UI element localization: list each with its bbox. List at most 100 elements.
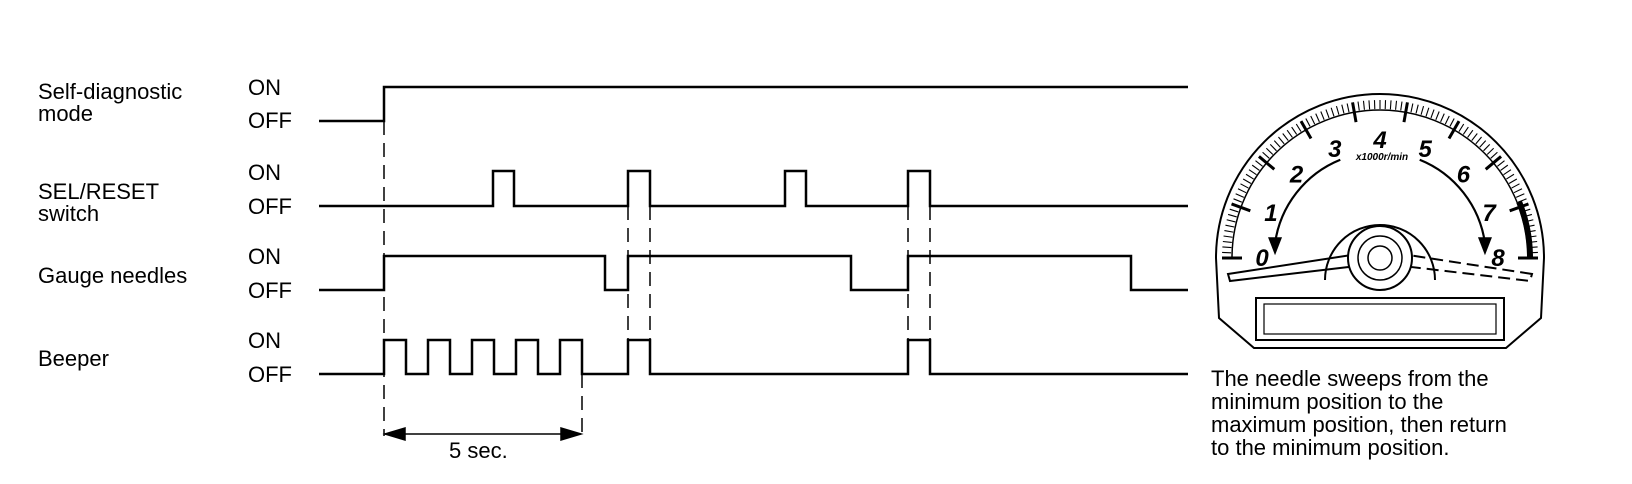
minor-tick (1223, 235, 1233, 238)
lcd-display-inner (1263, 303, 1497, 335)
minor-tick (1420, 105, 1425, 115)
minor-tick (1278, 136, 1285, 145)
major-tick (1299, 120, 1313, 140)
on-label: ON (248, 328, 281, 353)
minor-tick (1471, 133, 1478, 141)
minor-tick (1458, 123, 1465, 132)
minor-tick (1513, 188, 1523, 194)
major-tick (1447, 120, 1461, 140)
scale-number: 5 (1418, 136, 1432, 163)
off-label: OFF (248, 194, 292, 219)
minor-tick (1462, 126, 1469, 135)
dial-rim (1231, 109, 1529, 259)
waveform-beeper (319, 338, 1188, 376)
minor-tick (1291, 126, 1298, 135)
on-label: ON (248, 75, 281, 100)
minor-tick (1389, 100, 1392, 110)
scale-number: 1 (1264, 200, 1277, 227)
scale-number: 6 (1457, 162, 1471, 189)
arrow-right-icon (560, 426, 584, 442)
waveforms (319, 85, 1188, 376)
minor-tick (1255, 160, 1263, 167)
major-tick (1351, 102, 1358, 123)
on-label: ON (248, 244, 281, 269)
lcd-display (1255, 297, 1505, 341)
minor-tick (1235, 193, 1245, 198)
minor-tick (1305, 118, 1311, 127)
minor-tick (1222, 240, 1232, 243)
minor-tick (1515, 193, 1525, 198)
minor-tick (1410, 103, 1414, 113)
minor-tick (1245, 173, 1254, 180)
hub-center (1367, 245, 1393, 271)
minor-tick (1395, 100, 1398, 110)
minor-tick (1237, 188, 1247, 194)
minor-tick (1508, 178, 1518, 184)
major-tick (1484, 155, 1502, 171)
minor-tick (1346, 103, 1350, 113)
signal-label-gauge-needles: Gauge needles (38, 263, 188, 288)
minor-tick (1357, 101, 1360, 111)
minor-tick (1320, 111, 1325, 121)
minor-tick (1400, 101, 1403, 111)
minor-tick (1242, 178, 1252, 184)
scale-number: 4 (1372, 127, 1386, 154)
minor-tick (1440, 113, 1445, 123)
on-label: ON (248, 160, 281, 185)
minor-tick (1503, 169, 1512, 176)
sweep-arrow-icon (1268, 237, 1283, 256)
duration-dimension (382, 426, 584, 442)
scale-number: 3 (1328, 136, 1342, 163)
minor-tick (1262, 151, 1270, 159)
minor-tick (1226, 219, 1236, 223)
minor-tick (1286, 129, 1293, 138)
scale-number: 7 (1482, 200, 1497, 227)
minor-tick (1425, 107, 1430, 117)
minor-tick (1273, 140, 1281, 148)
minor-tick (1265, 147, 1274, 155)
off-label: OFF (248, 108, 292, 133)
minor-tick (1486, 147, 1495, 155)
major-tick (1402, 102, 1409, 123)
off-label: OFF (248, 278, 292, 303)
minor-tick (1233, 198, 1243, 203)
minor-tick (1325, 109, 1330, 119)
minor-tick (1479, 140, 1487, 148)
needle-max (1384, 250, 1534, 283)
off-label: OFF (248, 362, 292, 387)
minor-tick (1475, 136, 1482, 145)
signal-label-beeper: Beeper (38, 346, 109, 371)
minor-tick (1511, 183, 1520, 189)
redline-zone (1516, 200, 1533, 259)
minor-tick (1500, 164, 1509, 171)
signal-label-sel-reset-switch: SEL/RESET switch (38, 179, 160, 226)
minor-tick (1415, 104, 1419, 114)
gauge-housing (1214, 93, 1546, 349)
minor-tick (1222, 246, 1232, 249)
minor-tick (1295, 123, 1302, 132)
minor-tick (1330, 107, 1335, 117)
minor-tick (1517, 198, 1527, 203)
minor-tick (1224, 230, 1234, 233)
unit-label: x1000r/min (1355, 152, 1408, 163)
minor-tick (1240, 183, 1249, 189)
sync-guides (383, 121, 931, 436)
signal-label-self-diagnostic-mode: Self-diagnostic mode (38, 79, 183, 126)
sweep-arc-left (1273, 158, 1341, 244)
minor-tick (1341, 104, 1345, 114)
minor-tick (1362, 100, 1365, 110)
duration-label: 5 sec. (449, 438, 508, 463)
waveform-gauge-needles (319, 254, 1188, 292)
minor-tick (1248, 169, 1257, 176)
minor-tick (1430, 109, 1435, 119)
minor-tick (1444, 115, 1450, 125)
arrow-left-icon (382, 426, 406, 442)
minor-tick (1335, 105, 1340, 115)
minor-tick (1449, 118, 1455, 127)
minor-tick (1229, 208, 1239, 213)
minor-tick (1368, 100, 1371, 110)
minor-tick (1282, 133, 1289, 141)
minor-tick (1506, 173, 1515, 180)
minor-tick (1251, 164, 1260, 171)
